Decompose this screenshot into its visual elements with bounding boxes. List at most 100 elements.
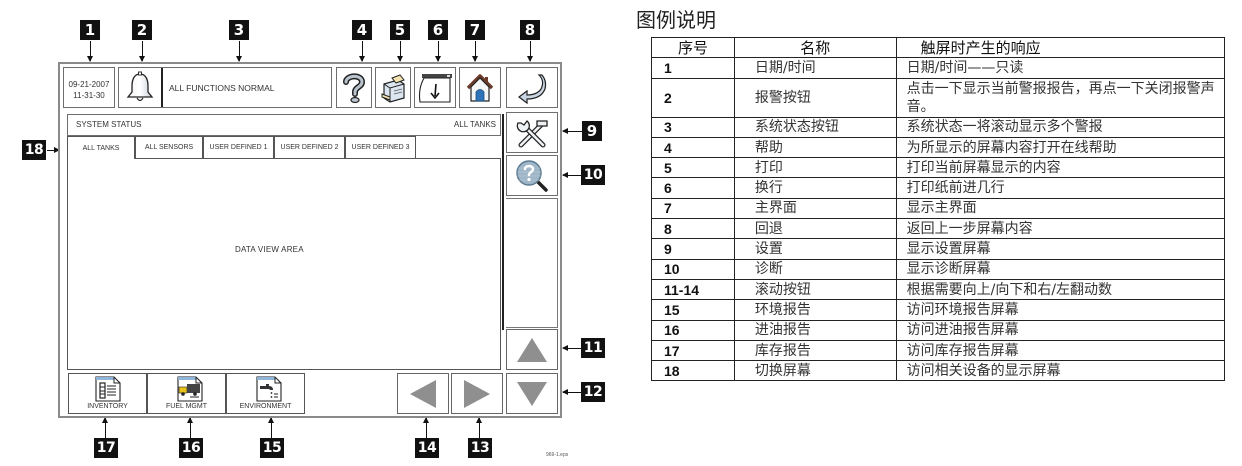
- callout-arrow: [268, 417, 274, 438]
- inventory-report-icon: [95, 376, 121, 402]
- callout-arrow: [139, 41, 145, 62]
- header-number: 序号: [651, 36, 735, 59]
- home-button[interactable]: [459, 67, 501, 108]
- tab-all-sensors[interactable]: ALL SENSORS: [135, 136, 203, 158]
- callout-arrow: [562, 172, 581, 178]
- environment-report-icon: [256, 376, 282, 402]
- legend-response: 显示设置屏幕: [895, 238, 1226, 260]
- legend-name: 诊断: [733, 258, 897, 280]
- legend-response: 根据需要向上/向下和右/左翻动数: [895, 278, 1226, 301]
- legend-response: 返回上一步屏幕内容: [895, 218, 1226, 240]
- fuel-mgmt-report-button[interactable]: FUEL MGMT: [147, 373, 226, 414]
- callout-11: 11: [581, 338, 605, 358]
- legend-number: 15: [651, 299, 735, 321]
- callout-14: 14: [415, 438, 439, 458]
- legend-response: 访问库存报告屏幕: [895, 339, 1226, 362]
- tab-user-defined-2[interactable]: USER DEFINED 2: [274, 136, 345, 158]
- callout-arrow: [562, 389, 581, 395]
- callout-15: 15: [260, 438, 284, 458]
- vertical-scroll-track[interactable]: [506, 198, 558, 328]
- paper-feed-icon: [418, 73, 452, 103]
- scroll-right-icon: [464, 379, 490, 408]
- status-bar[interactable]: ALL FUNCTIONS NORMAL: [118, 67, 332, 108]
- legend-response: 系统状态一将滚动显示多个警报: [895, 116, 1226, 138]
- callout-13: 13: [468, 438, 492, 458]
- callout-3: 3: [229, 20, 249, 40]
- legend-number: 1: [651, 57, 735, 79]
- legend-response: 显示主界面: [895, 197, 1226, 220]
- home-icon: [466, 73, 494, 102]
- tab-user-defined-1[interactable]: USER DEFINED 1: [203, 136, 274, 158]
- scroll-up-icon: [517, 337, 547, 362]
- legend-number: 2: [651, 77, 735, 118]
- setup-button[interactable]: [506, 112, 558, 153]
- legend-number: 10: [651, 258, 735, 280]
- legend-number: 17: [651, 339, 735, 362]
- legend-number: 11-14: [651, 278, 735, 301]
- panel-title: SYSTEM STATUS: [76, 120, 142, 129]
- figure-reference: 969-1.eps: [546, 452, 569, 458]
- scroll-left-button[interactable]: [397, 373, 449, 414]
- tab-all-tanks[interactable]: ALL TANKS: [67, 136, 135, 160]
- scroll-down-button[interactable]: [506, 373, 558, 414]
- legend-name: 回退: [733, 218, 897, 240]
- datetime-display: 09-21-2007 11-31-30: [63, 67, 115, 108]
- legend-name: 库存报告: [733, 339, 897, 362]
- help-button[interactable]: [336, 67, 372, 108]
- scroll-right-button[interactable]: [451, 373, 503, 414]
- environment-report-button[interactable]: ENVIRONMENT: [226, 373, 305, 414]
- legend-name: 进油报告: [733, 319, 897, 341]
- legend-name: 报警按钮: [733, 77, 897, 118]
- callout-arrow: [397, 41, 403, 62]
- callout-2: 2: [132, 20, 152, 40]
- system-status-header[interactable]: SYSTEM STATUS ALL TANKS: [67, 114, 501, 136]
- side-divider: [502, 114, 504, 330]
- legend-header-row: 序号 名称 触屏时产生的响应: [651, 36, 1226, 59]
- callout-1: 1: [80, 20, 100, 40]
- environment-label: ENVIRONMENT: [239, 403, 292, 410]
- date-text: 09-21-2007: [68, 80, 110, 89]
- legend-response: 访问相关设备的显示屏幕: [895, 360, 1226, 382]
- legend-name: 换行: [733, 177, 897, 199]
- help-question-icon: [343, 72, 366, 103]
- legend-number: 18: [651, 360, 735, 382]
- fuel-delivery-report-icon: [177, 376, 203, 402]
- alarm-button[interactable]: [119, 68, 163, 107]
- legend-title: 图例说明: [636, 8, 716, 32]
- callout-arrow: [187, 417, 193, 438]
- header-response: 触屏时产生的响应: [895, 36, 1226, 59]
- back-arrow-icon: [518, 73, 547, 104]
- back-button[interactable]: [506, 67, 558, 108]
- callout-arrow: [562, 128, 582, 134]
- scroll-left-icon: [410, 379, 436, 408]
- callout-arrow: [87, 41, 93, 62]
- legend-response: 为所显示的屏幕内容打开在线帮助: [895, 136, 1226, 159]
- active-tab-connector: [68, 157, 134, 160]
- callout-18: 18: [22, 140, 46, 160]
- scroll-up-button[interactable]: [506, 329, 558, 370]
- inventory-report-button[interactable]: INVENTORY: [68, 373, 147, 414]
- callout-arrow: [102, 417, 108, 438]
- legend-number: 5: [651, 157, 735, 179]
- callout-arrow: [236, 41, 242, 62]
- paper-feed-button[interactable]: [414, 67, 456, 108]
- legend-number: 3: [651, 116, 735, 138]
- print-button[interactable]: [375, 67, 411, 108]
- tools-icon: [516, 119, 548, 147]
- legend-response: 访问环境报告屏幕: [895, 299, 1226, 321]
- data-view-area[interactable]: DATA VIEW AREA: [67, 158, 501, 370]
- tab-user-defined-3[interactable]: USER DEFINED 3: [345, 136, 416, 158]
- diagnostics-button[interactable]: [506, 155, 558, 196]
- callout-arrow: [423, 417, 429, 438]
